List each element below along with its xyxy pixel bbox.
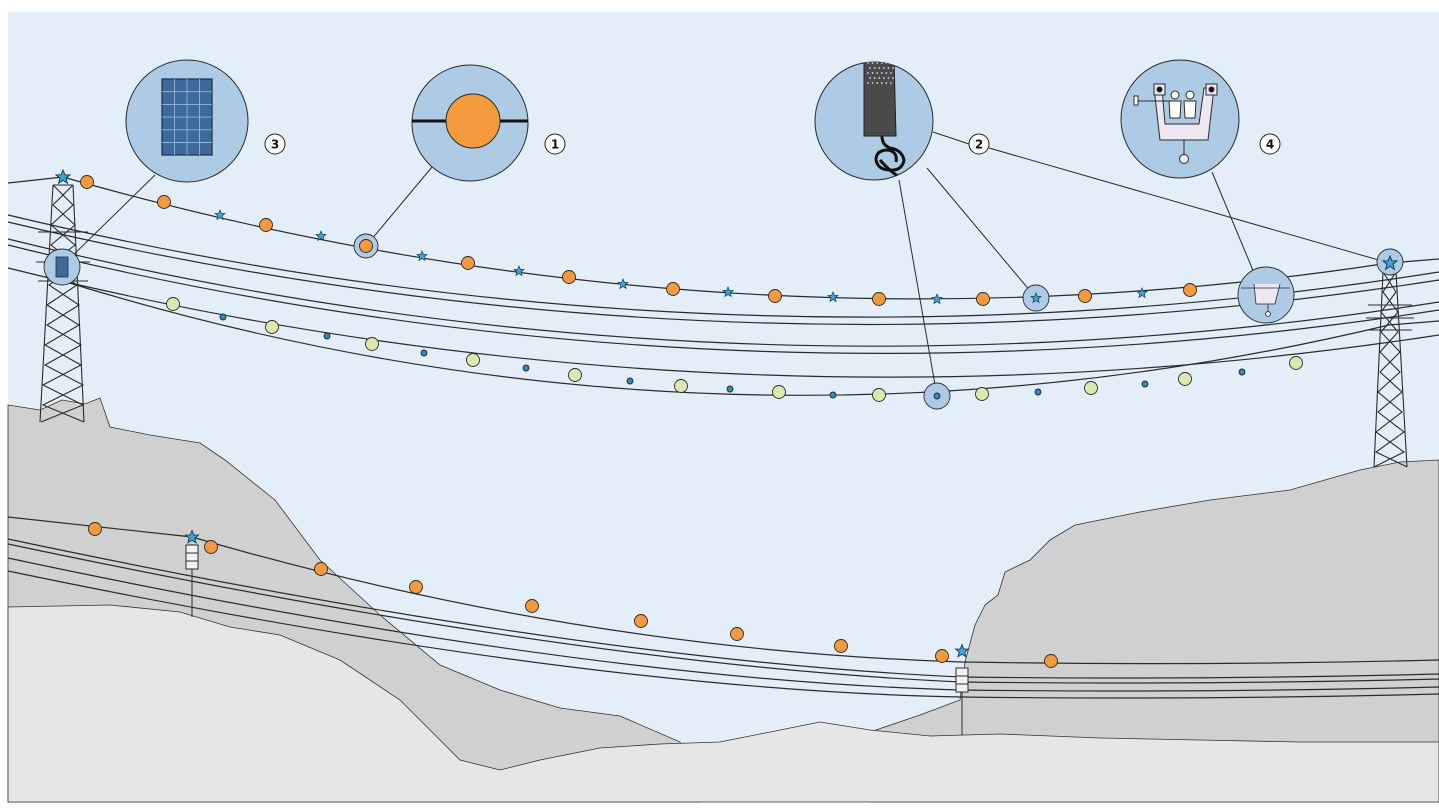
orange-marker-ball: [976, 292, 990, 306]
svg-text:2: 2: [975, 138, 983, 152]
mini-robot-device: [1241, 283, 1290, 317]
foreground-ground: [7, 604, 1439, 803]
green-marker-ball: [365, 337, 379, 351]
orange-marker-ball: [409, 580, 423, 594]
blue-marker-dot: [1141, 380, 1149, 388]
solar-panel-icon: [161, 78, 213, 156]
orange-marker-ball: [80, 175, 94, 189]
device-halos: [43, 233, 1404, 410]
orange-marker-ball: [730, 627, 744, 641]
orange-marker-ball: [634, 614, 648, 628]
callout-1: [411, 64, 529, 182]
orange-marker-ball: [359, 239, 373, 253]
blue-marker-dot: [219, 313, 227, 321]
mini-solar-panel-device: [55, 256, 69, 278]
green-marker-ball: [872, 388, 886, 402]
callout-number-3: 3: [264, 133, 286, 155]
blue-marker-dot: [323, 332, 331, 340]
line-robot-icon: [1133, 83, 1218, 164]
green-marker-ball: [772, 385, 786, 399]
blue-marker-dot: [420, 349, 428, 357]
green-marker-ball: [1178, 372, 1192, 386]
green-marker-ball: [1084, 381, 1098, 395]
blue-marker-dot: [1034, 388, 1042, 396]
svg-text:3: 3: [271, 138, 279, 152]
orange-marker-ball: [562, 270, 576, 284]
upper-conductors: [7, 176, 1439, 396]
orange-marker-ball: [872, 292, 886, 306]
blue-marker-dot: [1238, 368, 1246, 376]
orange-marker-ball: [314, 562, 328, 576]
blue-marker-dot: [829, 391, 837, 399]
green-marker-ball: [1289, 356, 1303, 370]
blue-marker-dot: [522, 364, 530, 372]
left-transmission-tower: [36, 184, 90, 423]
green-marker-ball: [568, 368, 582, 382]
orange-ball-marker-icon: [445, 93, 501, 149]
lower-conductors: [7, 516, 1439, 699]
line-sensor-device-icon: [863, 62, 906, 180]
right-small-pole: [955, 667, 969, 735]
svg-text:1: 1: [551, 138, 559, 152]
orange-marker-ball: [461, 256, 475, 270]
callout-3: [125, 59, 249, 183]
green-marker-ball: [166, 297, 180, 311]
blue-marker-dot: [626, 377, 634, 385]
orange-marker-ball: [88, 522, 102, 536]
orange-marker-ball: [666, 282, 680, 296]
orange-marker-ball: [768, 289, 782, 303]
left-small-pole: [185, 544, 199, 617]
orange-marker-ball: [1183, 283, 1197, 297]
orange-marker-ball: [935, 649, 949, 663]
orange-marker-ball: [204, 540, 218, 554]
callout-number-4: 4: [1259, 133, 1281, 155]
callout-leaders: [61, 131, 1390, 397]
blue-marker-dot: [933, 392, 941, 400]
blue-marker-dot: [726, 385, 734, 393]
orange-marker-ball: [834, 639, 848, 653]
callout-number-1: 1: [544, 133, 566, 155]
green-marker-ball: [975, 387, 989, 401]
orange-marker-ball: [525, 599, 539, 613]
line-markers: [55, 169, 1398, 668]
green-marker-ball: [674, 379, 688, 393]
orange-marker-ball: [1078, 289, 1092, 303]
orange-marker-ball: [259, 218, 273, 232]
callout-number-2: 2: [968, 133, 990, 155]
green-marker-ball: [265, 320, 279, 334]
right-transmission-tower: [1366, 271, 1414, 468]
orange-marker-ball: [157, 195, 171, 209]
svg-text:4: 4: [1266, 138, 1274, 152]
orange-marker-ball: [1044, 654, 1058, 668]
green-marker-ball: [466, 353, 480, 367]
callout-4: [1120, 59, 1240, 179]
callout-2: [814, 61, 934, 181]
right-hill: [869, 459, 1439, 803]
